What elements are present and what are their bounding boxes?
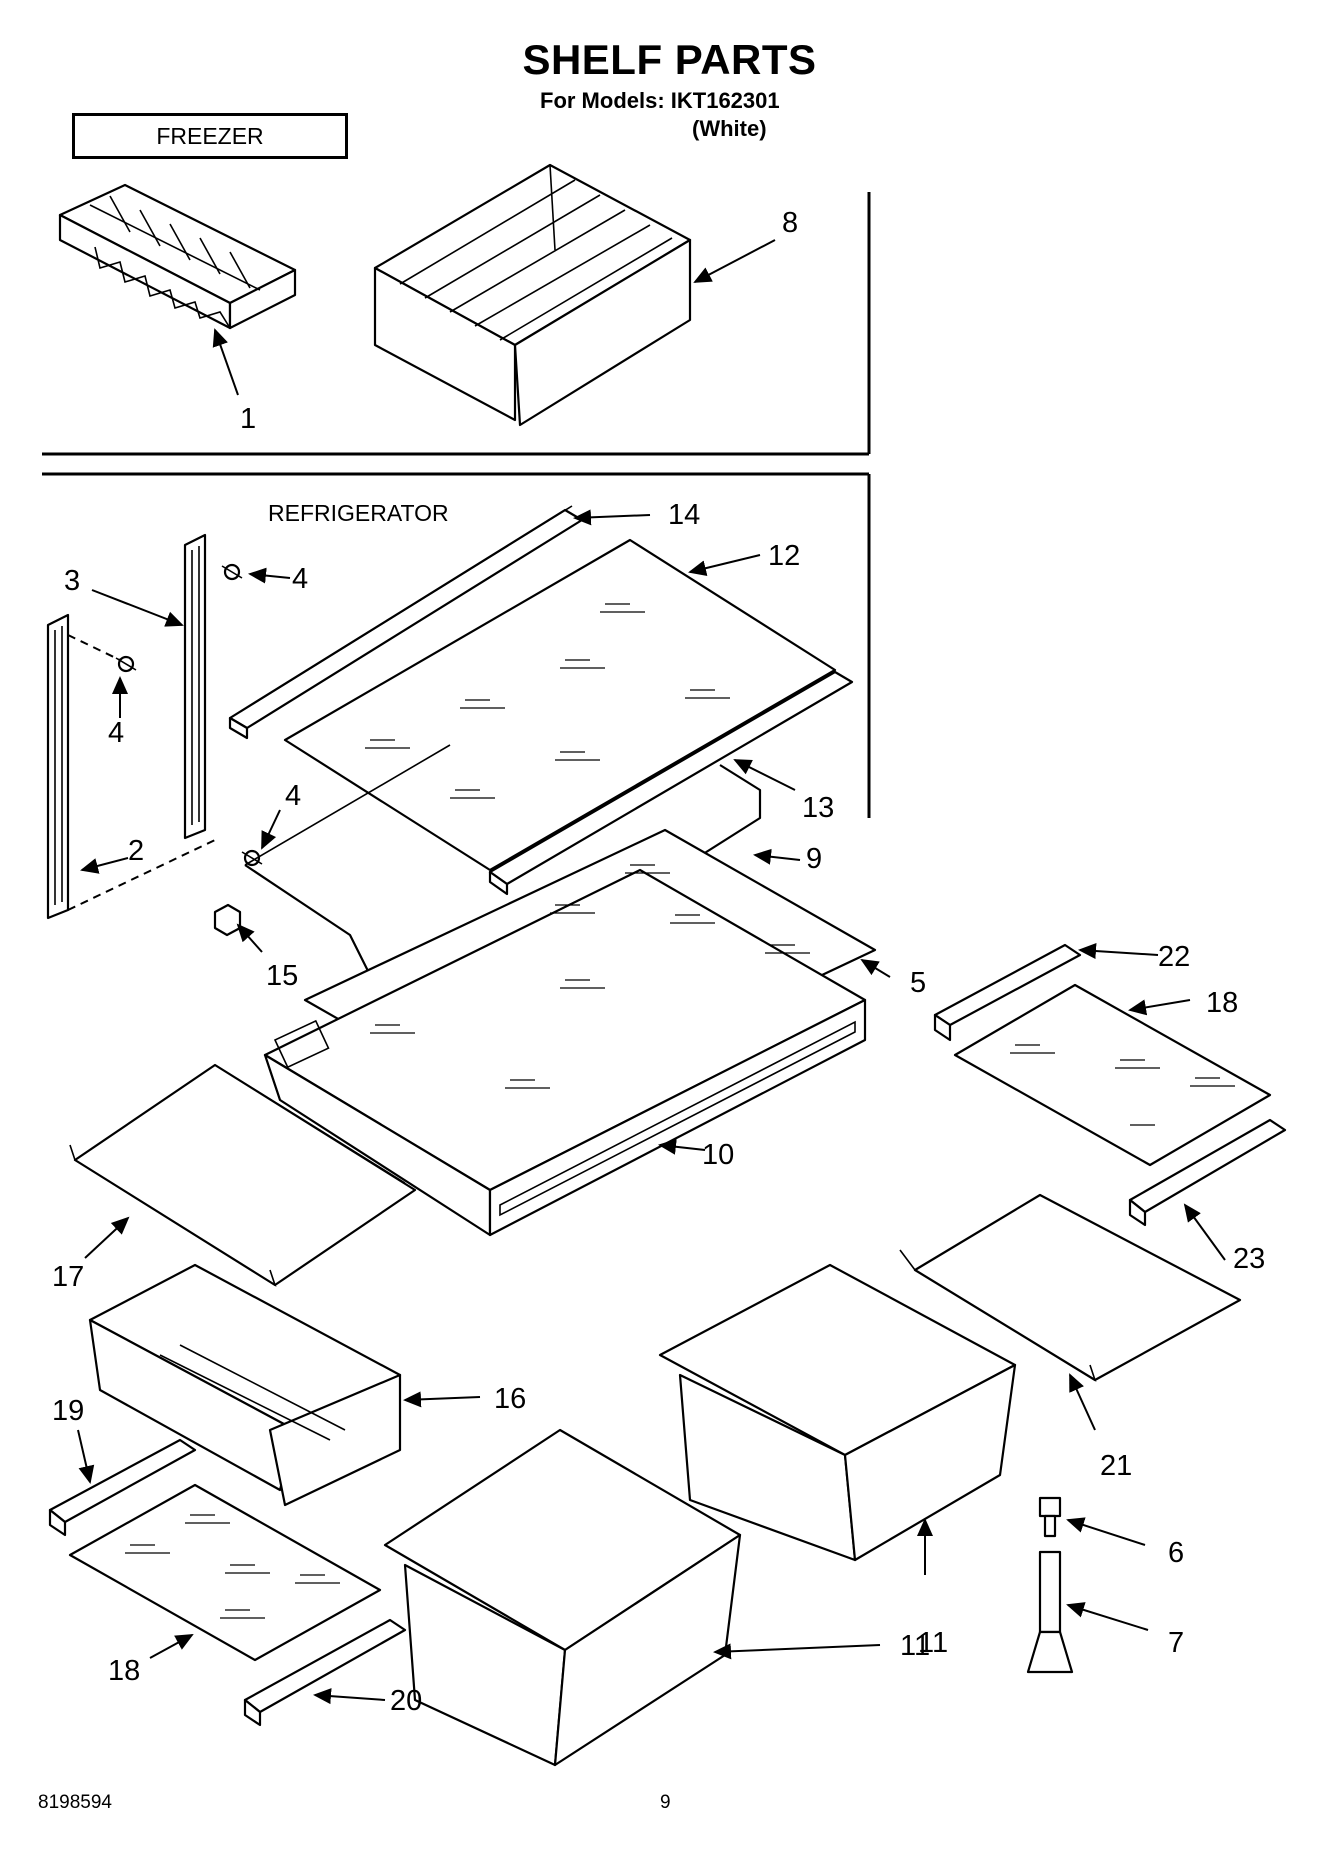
freezer-section-frame bbox=[42, 192, 871, 456]
leveling-leg-part bbox=[1026, 1496, 1074, 1674]
callout-numbers: 1 8 14 12 3 4 4 4 2 13 9 15 5 22 18 10 1… bbox=[52, 207, 1265, 1717]
lower-shelf-rear-trim-part bbox=[48, 1438, 197, 1537]
callout-label: 14 bbox=[668, 499, 700, 531]
callout-label: 9 bbox=[806, 843, 822, 875]
crisper-drawer-left-part bbox=[383, 1428, 742, 1767]
screw-part bbox=[115, 563, 263, 867]
callout-label: 17 bbox=[52, 1261, 84, 1293]
left-slide-shelf-part bbox=[69, 1063, 417, 1287]
callout-label: 22 bbox=[1158, 941, 1190, 973]
models-line: For Models: IKT162301 bbox=[540, 88, 780, 113]
shelf-stop-part bbox=[213, 903, 242, 937]
callout-label: 19 bbox=[52, 1395, 84, 1427]
callout-label: 10 bbox=[702, 1139, 734, 1171]
callout-label: 11 bbox=[918, 1627, 948, 1659]
callout-leader-lines bbox=[77, 239, 1226, 1705]
callout-label: 20 bbox=[390, 1685, 422, 1717]
freezer-label-text: FREEZER bbox=[156, 122, 264, 149]
crisper-cover-frame-part bbox=[263, 868, 867, 1237]
callout-label: 8 bbox=[782, 207, 798, 239]
crisper-drawer-right-part bbox=[658, 1263, 1017, 1562]
callout-label: 21 bbox=[1100, 1450, 1132, 1482]
refrigerator-section-frame bbox=[42, 472, 871, 818]
right-glass-shelf-part bbox=[953, 983, 1272, 1167]
callout-label: 16 bbox=[494, 1383, 526, 1415]
callout-label: 6 bbox=[1168, 1537, 1184, 1569]
callout-label: 13 bbox=[802, 792, 834, 824]
callout-label: 15 bbox=[266, 960, 298, 992]
right-shelf-front-trim-part bbox=[1128, 1118, 1287, 1227]
callout-label: 11 bbox=[900, 1630, 930, 1662]
callout-label: 5 bbox=[910, 967, 926, 999]
shelf-front-trim-part bbox=[488, 670, 854, 896]
meat-drawer-part bbox=[88, 1263, 402, 1507]
right-slide-shelf-part bbox=[899, 1193, 1242, 1382]
callout-label: 4 bbox=[285, 780, 301, 812]
ice-tray-part bbox=[58, 183, 297, 330]
callout-label: 4 bbox=[292, 563, 308, 595]
glass-shelf-top-part bbox=[283, 538, 837, 872]
callout-label: 4 bbox=[108, 717, 124, 749]
callout-label: 1 bbox=[240, 403, 256, 435]
callout-label: 7 bbox=[1168, 1627, 1184, 1659]
document-number: 8198594 bbox=[38, 1792, 112, 1813]
refrigerator-section-label: REFRIGERATOR bbox=[268, 500, 449, 526]
callout-label: 3 bbox=[64, 565, 80, 597]
page-title: SHELF PARTS bbox=[522, 36, 817, 83]
lower-shelf-front-trim-part bbox=[243, 1618, 407, 1727]
callout-label: 23 bbox=[1233, 1243, 1265, 1275]
freezer-wire-shelf-part bbox=[373, 163, 692, 427]
freezer-section-label: FREEZER bbox=[72, 113, 348, 159]
page-number: 9 bbox=[660, 1792, 671, 1813]
shelf-ladder-right-part bbox=[183, 533, 207, 840]
glass-glare-marks bbox=[125, 603, 1235, 1619]
callout-label: 12 bbox=[768, 540, 800, 572]
shelf-ladder-left-part bbox=[46, 613, 70, 920]
callout-label: 18 bbox=[1206, 987, 1238, 1019]
callout-label: 2 bbox=[128, 835, 144, 867]
mount-dashed-line-top bbox=[67, 634, 121, 661]
callout-label: 18 bbox=[108, 1655, 140, 1687]
model-variant: (White) bbox=[692, 116, 767, 141]
